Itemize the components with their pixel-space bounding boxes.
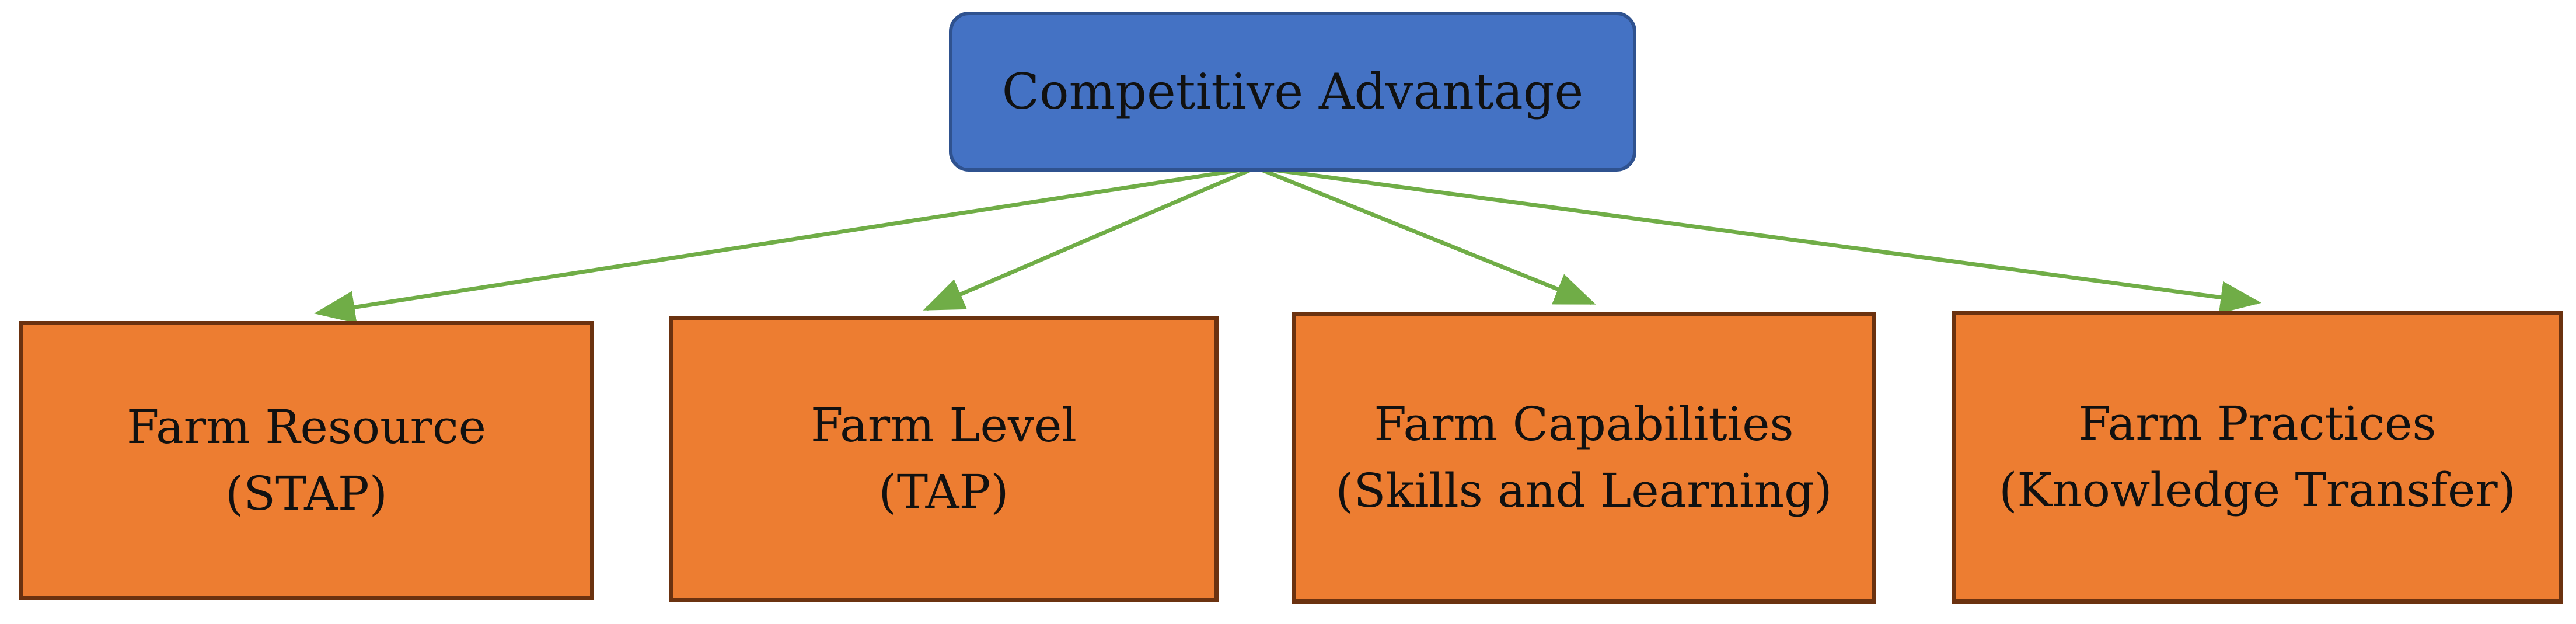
farm-level-subtitle: (TAP) <box>878 465 1009 519</box>
farm-practices-title: Farm Practices <box>2078 396 2437 451</box>
farm-resource-subtitle: (STAP) <box>225 466 388 521</box>
arrow-to-farm-practices <box>1255 165 2261 314</box>
arrow-to-farm-resource <box>314 165 1256 324</box>
farm-resource-title: Farm Resource <box>126 400 486 455</box>
farm-capabilities-box: Farm Capabilities (Skills and Learning) <box>1292 312 1876 604</box>
farm-capabilities-title: Farm Capabilities <box>1374 397 1794 452</box>
farm-resource-box: Farm Resource (STAP) <box>19 321 594 600</box>
competitive-advantage-label: Competitive Advantage <box>1001 63 1584 120</box>
farm-level-box: Farm Level (TAP) <box>669 316 1219 602</box>
farm-capabilities-subtitle: (Skills and Learning) <box>1335 463 1832 518</box>
farm-level-title: Farm Level <box>811 398 1077 453</box>
competitive-advantage-box: Competitive Advantage <box>949 12 1636 172</box>
arrow-to-farm-level <box>923 165 1257 311</box>
arrow-to-farm-capabilities <box>1255 165 1596 305</box>
farm-practices-box: Farm Practices (Knowledge Transfer) <box>1952 311 2563 604</box>
farm-practices-subtitle: (Knowledge Transfer) <box>1999 463 2516 517</box>
